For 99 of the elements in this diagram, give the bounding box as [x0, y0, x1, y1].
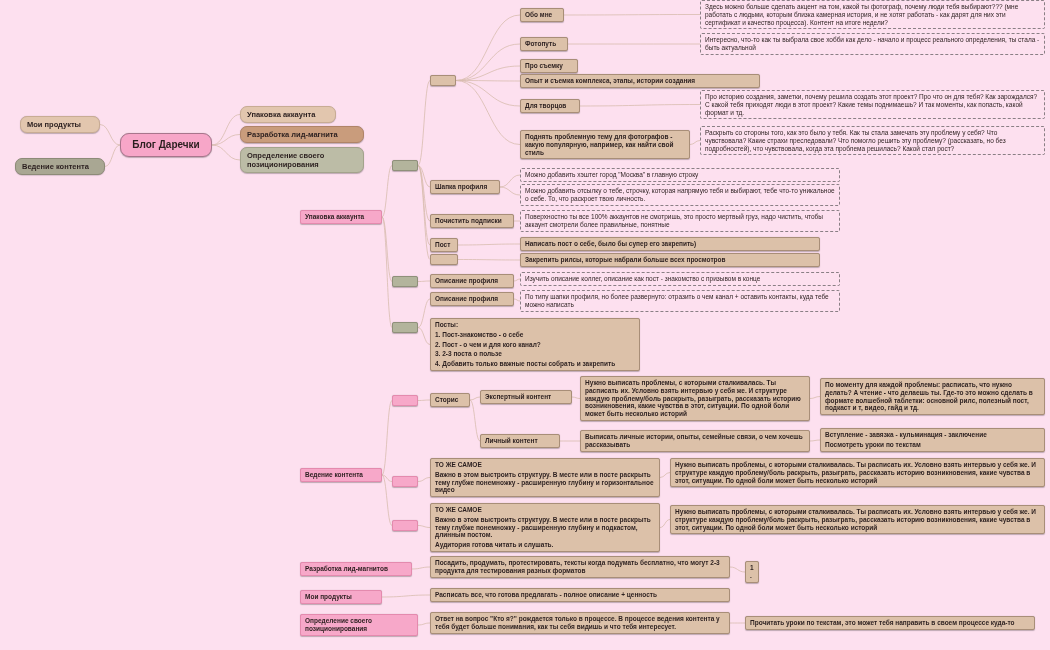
connector-line — [381, 165, 393, 218]
blank-box — [392, 276, 418, 287]
connector-line — [469, 399, 481, 442]
connector-line — [499, 186, 521, 196]
note-box — [520, 290, 840, 312]
idea-box — [670, 505, 1045, 535]
connector-line — [809, 439, 821, 442]
connector-line — [563, 14, 701, 16]
connector-line — [469, 396, 481, 401]
idea-box — [745, 616, 1035, 630]
note-box — [520, 184, 840, 206]
idea-box — [520, 8, 564, 22]
idea-box — [520, 237, 820, 251]
connector-line — [381, 216, 393, 328]
connector-line — [579, 104, 701, 107]
branch-box — [300, 614, 418, 636]
idea-box — [430, 588, 730, 602]
idea-box — [430, 214, 514, 228]
blank-box — [430, 75, 456, 86]
idea-box — [520, 99, 580, 113]
idea-box — [520, 130, 690, 160]
blank-box — [392, 395, 418, 406]
connector-line — [211, 144, 241, 161]
idea-box — [480, 434, 560, 448]
connector-line — [659, 472, 671, 478]
connector-line — [417, 165, 431, 188]
blank-box — [392, 520, 418, 531]
idea-box — [820, 428, 1045, 452]
branch-box — [300, 468, 382, 482]
connector-line — [417, 165, 431, 222]
note-box — [700, 90, 1045, 120]
connector-line — [411, 566, 431, 570]
connector-line — [381, 594, 431, 598]
note-box — [700, 33, 1045, 55]
idea-box — [430, 238, 458, 252]
idea-box — [670, 458, 1045, 488]
connector-line — [729, 566, 746, 573]
idea-box — [520, 253, 820, 267]
idea-box — [480, 390, 572, 404]
note-box — [700, 126, 1045, 156]
connector-line — [689, 140, 701, 145]
note-box — [520, 210, 840, 232]
idea-box — [430, 318, 640, 371]
idea-box — [430, 393, 470, 407]
connector-line — [417, 399, 431, 401]
idea-box — [820, 378, 1045, 416]
blank-box — [392, 322, 418, 333]
connector-line — [417, 80, 431, 166]
topic-box — [240, 126, 364, 143]
connector-line — [417, 477, 431, 482]
connector-line — [809, 396, 821, 399]
topic-box — [20, 116, 100, 133]
connector-line — [571, 396, 581, 399]
note-box — [520, 168, 840, 182]
connector-line — [381, 216, 393, 282]
topic-box — [15, 158, 105, 175]
blank-box — [430, 254, 458, 265]
blank-box — [392, 476, 418, 487]
idea-box — [430, 556, 730, 578]
connector-line — [417, 525, 431, 528]
connector-line — [499, 174, 521, 188]
idea-box — [430, 180, 500, 194]
topic-box — [240, 106, 336, 123]
idea-box — [430, 503, 660, 552]
connector-line — [513, 278, 521, 282]
branch-box — [300, 590, 382, 604]
idea-box — [520, 59, 578, 73]
idea-box — [580, 376, 810, 421]
connector-line — [457, 243, 521, 246]
connector-line — [417, 327, 431, 345]
connector-line — [457, 259, 521, 261]
blank-box — [392, 160, 418, 171]
connector-line — [381, 474, 393, 482]
note-box — [520, 272, 840, 286]
connector-line — [381, 474, 393, 526]
connector-line — [513, 298, 521, 302]
branch-box — [300, 562, 412, 576]
idea-box — [430, 612, 730, 634]
connector-line — [659, 519, 671, 528]
connector-line — [99, 124, 121, 146]
connector-line — [104, 144, 121, 167]
branch-box — [300, 210, 382, 224]
connector-line — [417, 280, 431, 282]
connector-line — [417, 298, 431, 328]
idea-box — [430, 274, 514, 288]
connector-line — [455, 80, 521, 145]
idea-box — [520, 74, 760, 88]
idea-box — [520, 37, 568, 51]
connector-line — [417, 622, 431, 626]
node-text: Блог Даречки — [131, 139, 201, 151]
note-box — [700, 0, 1045, 30]
central-topic — [120, 133, 212, 157]
idea-box — [430, 458, 660, 498]
idea-box — [745, 561, 759, 583]
idea-box — [580, 430, 810, 452]
topic-box — [240, 147, 364, 173]
connector-line — [381, 400, 393, 476]
idea-box — [430, 292, 514, 306]
connector-line — [211, 134, 241, 146]
